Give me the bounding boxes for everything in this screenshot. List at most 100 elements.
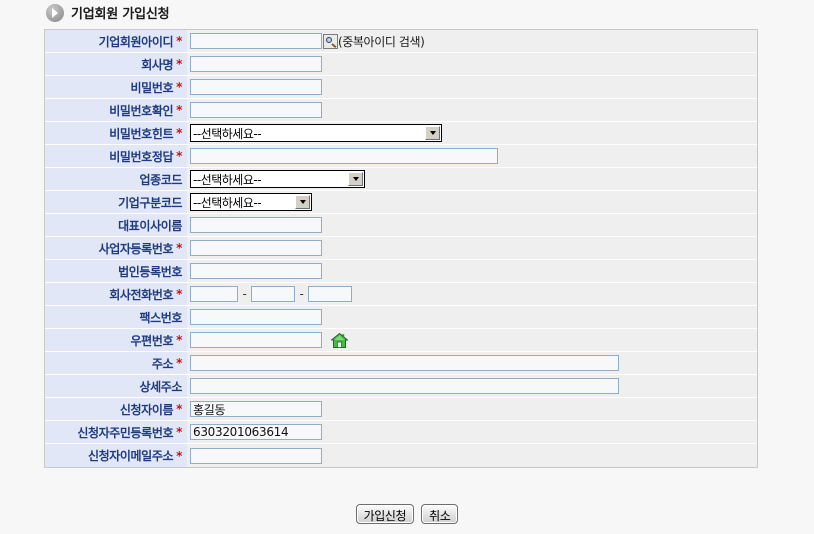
field-label-text: 신청자주민등록번호 (77, 425, 174, 440)
text-input[interactable] (190, 56, 322, 72)
phone-part1-input[interactable] (190, 286, 238, 302)
field-value (187, 375, 757, 397)
required-marker: * (176, 149, 182, 163)
field-value: -- (187, 283, 757, 305)
field-label-text: 기업회원아이디 (98, 34, 174, 49)
arrow-circle-icon (46, 3, 64, 22)
form-row: 회사명* (45, 53, 757, 76)
field-value (187, 260, 757, 282)
field-label: 회사전화번호* (45, 283, 187, 305)
field-label: 기업구분코드 (45, 191, 187, 213)
field-label-text: 업종코드 (139, 172, 182, 187)
field-label: 상세주소 (45, 375, 187, 397)
field-label: 비밀번호확인* (45, 99, 187, 121)
form-row: 신청자이메일주소* (45, 444, 757, 467)
required-marker: * (176, 448, 182, 463)
required-marker: * (176, 34, 182, 48)
required-marker: * (176, 126, 182, 140)
postal-code-input[interactable] (190, 332, 322, 348)
field-value (187, 76, 757, 98)
field-label: 신청자이름* (45, 398, 187, 420)
text-input[interactable] (190, 424, 322, 440)
field-label-text: 비밀번호 (130, 80, 174, 95)
form-row: 비밀번호정답* (45, 145, 757, 168)
required-marker: * (176, 425, 182, 439)
chevron-down-icon[interactable] (348, 172, 363, 186)
form-row: 비밀번호* (45, 76, 757, 99)
required-marker: * (176, 333, 182, 347)
field-value (187, 145, 757, 167)
field-value (187, 398, 757, 420)
phone-separator: - (242, 287, 247, 301)
form-row: 법인등록번호 (45, 260, 757, 283)
phone-part3-input[interactable] (308, 286, 352, 302)
text-input[interactable] (190, 401, 322, 417)
chevron-down-icon[interactable] (425, 126, 440, 140)
address-input[interactable] (190, 378, 619, 394)
business-code-select[interactable]: --선택하세요-- (190, 170, 365, 188)
field-label-text: 회사명 (141, 57, 174, 72)
field-value (187, 444, 757, 467)
member-id-input[interactable] (190, 33, 322, 49)
required-marker: * (176, 103, 182, 117)
form-row: 비밀번호확인* (45, 99, 757, 122)
chevron-down-icon[interactable] (295, 195, 310, 209)
select-value-text: --선택하세요-- (193, 172, 262, 187)
text-input[interactable] (190, 309, 322, 325)
form-row: 팩스번호 (45, 306, 757, 329)
field-value (187, 421, 757, 443)
field-value: --선택하세요-- (187, 168, 757, 190)
field-label-text: 대표이사이름 (118, 218, 182, 233)
field-label: 비밀번호힌트* (45, 122, 187, 144)
required-marker: * (176, 287, 182, 301)
text-input[interactable] (190, 79, 322, 95)
form-row: 업종코드 --선택하세요-- (45, 168, 757, 191)
field-label-text: 신청자이름 (119, 402, 174, 417)
field-label-text: 비밀번호힌트 (109, 126, 174, 141)
text-input[interactable] (190, 263, 322, 279)
field-label-text: 비밀번호정답 (109, 149, 174, 164)
cancel-button[interactable]: 취소 (421, 504, 459, 524)
form-row: 회사전화번호*-- (45, 283, 757, 306)
password-answer-input[interactable] (190, 148, 498, 164)
password-hint-select[interactable]: --선택하세요-- (190, 124, 442, 142)
field-value (187, 237, 757, 259)
field-label: 법인등록번호 (45, 260, 187, 282)
phone-part2-input[interactable] (251, 286, 295, 302)
text-input[interactable] (190, 217, 322, 233)
field-label-text: 팩스번호 (139, 310, 182, 325)
duplicate-id-check-hint: (중복아이디 검색) (338, 34, 425, 49)
form-row: 기업구분코드 --선택하세요-- (45, 191, 757, 214)
field-label-text: 기업구분코드 (118, 195, 182, 210)
text-input[interactable] (190, 447, 322, 464)
required-marker: * (176, 402, 182, 416)
required-marker: * (176, 356, 182, 370)
text-input[interactable] (190, 102, 322, 118)
address-input[interactable] (190, 355, 619, 371)
field-label: 비밀번호* (45, 76, 187, 98)
field-label-text: 상세주소 (139, 379, 182, 394)
field-label: 회사명* (45, 53, 187, 75)
form-row: 기업회원아이디* (중복아이디 검색) (45, 30, 757, 53)
field-value (187, 306, 757, 328)
field-label-text: 사업자등록번호 (98, 241, 174, 256)
form-row: 신청자이름* (45, 398, 757, 421)
magnifier-icon[interactable] (323, 33, 338, 49)
home-icon[interactable] (330, 332, 349, 348)
submit-button[interactable]: 가입신청 (355, 504, 415, 524)
required-marker: * (176, 241, 182, 255)
field-label: 팩스번호 (45, 306, 187, 328)
registration-form-table: 기업회원아이디*(중복아이디 검색)회사명*비밀번호*비밀번호확인*비밀번호힌트… (44, 29, 758, 468)
field-value (187, 99, 757, 121)
text-input[interactable] (190, 240, 322, 256)
field-value (187, 329, 757, 351)
company-type-select[interactable]: --선택하세요-- (190, 193, 312, 211)
select-value-text: --선택하세요-- (193, 126, 262, 141)
required-marker: * (176, 80, 182, 94)
field-value (187, 53, 757, 75)
form-row: 상세주소 (45, 375, 757, 398)
field-label-text: 신청자이메일주소 (87, 449, 174, 463)
field-label: 우편번호* (45, 329, 187, 351)
field-value: --선택하세요-- (187, 191, 757, 213)
